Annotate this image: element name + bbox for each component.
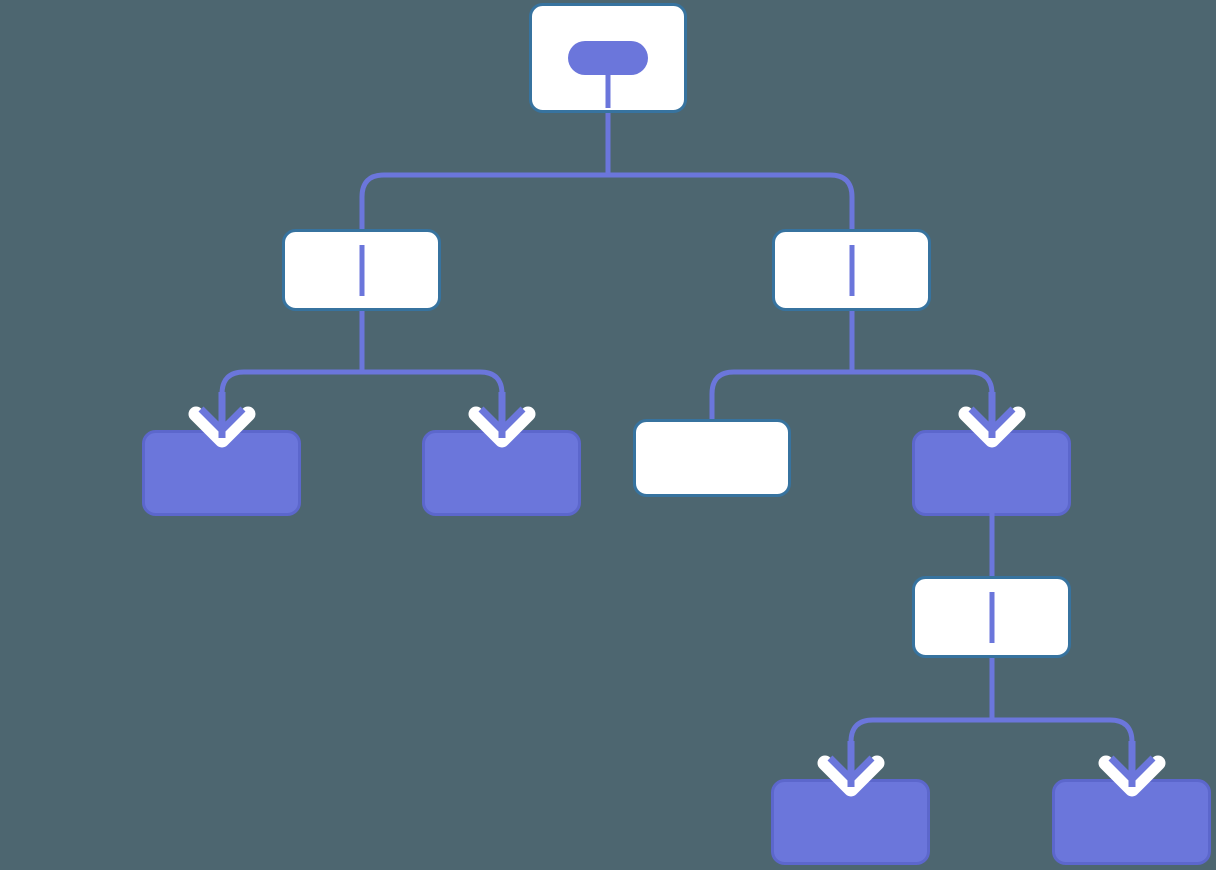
arrow-into-l3b — [468, 392, 536, 448]
double-chevron-down-icon — [468, 406, 536, 448]
edge-level2right-to-l3c — [709, 311, 855, 420]
edge-layer-through-level2 — [359, 245, 855, 296]
edge-root-to-level2-right — [608, 172, 855, 320]
edge-layer-level2-to-level3 — [219, 311, 995, 452]
double-chevron-down-icon — [1098, 755, 1166, 797]
arrow-into-l3a — [188, 392, 256, 448]
double-chevron-down-icon — [958, 406, 1026, 448]
arrow-into-l5a — [817, 741, 885, 797]
node-level3-c[interactable] — [633, 419, 791, 497]
root-node[interactable] — [529, 3, 687, 113]
edge-layer-level4-to-level5 — [848, 658, 1135, 800]
edge-level4-to-l5a — [848, 658, 995, 800]
arrow-into-l5b — [1098, 741, 1166, 797]
edge-root-to-level2-left — [359, 113, 611, 320]
double-chevron-down-icon — [817, 755, 885, 797]
arrow-into-l3d — [958, 392, 1026, 448]
root-pill-badge — [568, 41, 648, 75]
edge-layer-under — [359, 113, 855, 320]
node-level3-c-rect[interactable] — [633, 419, 791, 497]
double-chevron-down-icon — [188, 406, 256, 448]
